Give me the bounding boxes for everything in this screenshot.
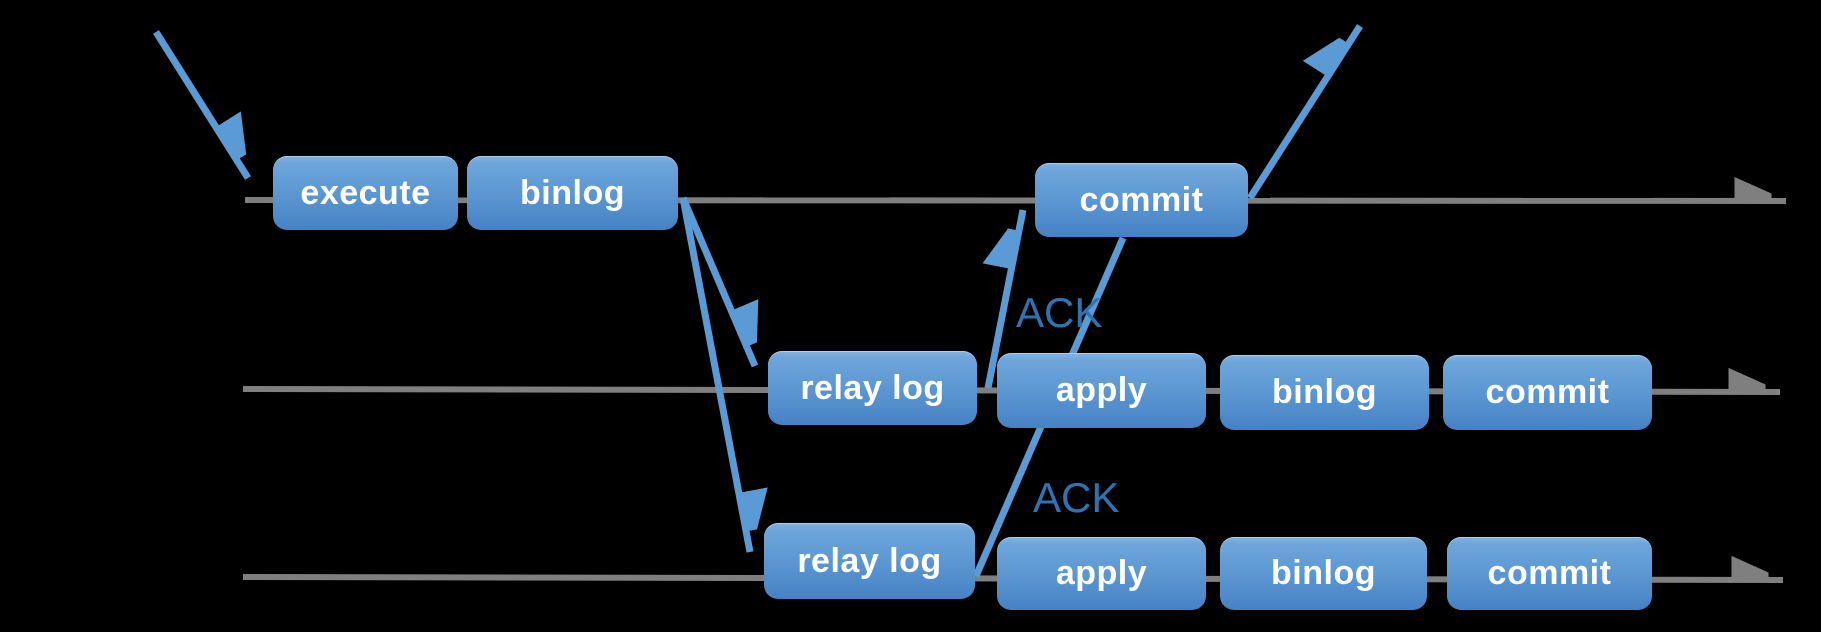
node-binlog-replica2: binlog: [1220, 537, 1427, 610]
node-commit-master: commit: [1035, 163, 1248, 237]
arrow-commit-response-out: [1247, 24, 1363, 200]
node-binlog-replica1: binlog: [1220, 355, 1429, 430]
ack-label-replica2: ACK: [1033, 474, 1120, 521]
ack-label-replica1: ACK: [1016, 289, 1103, 336]
arrow-incoming-transaction: [153, 30, 251, 180]
node-execute: execute: [273, 156, 458, 230]
arrow-ack-replica-1-to-master: [988, 209, 1027, 389]
arrow-binlog-to-relay-1: [679, 196, 755, 368]
node-commit-replica2: commit: [1447, 537, 1652, 610]
node-relaylog-replica2: relay log: [764, 523, 975, 599]
node-apply-replica2: apply: [997, 537, 1206, 610]
node-commit-replica1: commit: [1443, 355, 1652, 430]
arrow-binlog-to-relay-2: [679, 197, 750, 553]
node-binlog-master: binlog: [467, 156, 678, 230]
node-relaylog-replica1: relay log: [768, 351, 977, 425]
node-apply-replica1: apply: [997, 353, 1206, 428]
